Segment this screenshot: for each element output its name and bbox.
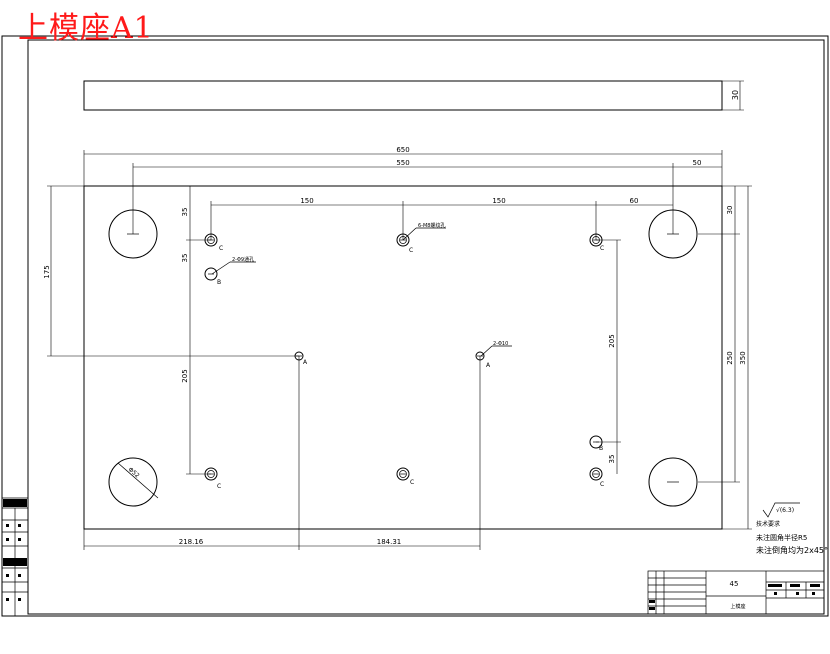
small-hole-c-5 (396, 467, 410, 481)
hole-label-b-2: B (599, 445, 603, 452)
left-strip-table (2, 497, 28, 616)
dim-overall-650: 650 (396, 146, 409, 154)
dim-height-350: 350 (739, 351, 747, 364)
dim-bottom-184: 184.31 (377, 538, 402, 546)
hole-label-c-6: C (600, 481, 604, 488)
note-a-holes: 2-Φ10 (493, 341, 508, 347)
hole-label-a-2: A (486, 362, 491, 369)
dim-row-35: 35 (181, 208, 189, 217)
hole-label-c-5: C (410, 479, 414, 486)
title-block (647, 570, 825, 615)
small-hole-b-1 (204, 267, 218, 281)
hole-label-c-4: C (217, 483, 221, 490)
small-hole-c-6 (589, 467, 603, 481)
dim-gap-150-left: 150 (300, 197, 313, 205)
drawing-title: 上模座A1 (18, 11, 154, 46)
dim-vertical-205-right: 205 (608, 334, 616, 347)
guide-hole-bottom-right (648, 457, 698, 507)
hole-label-a-1: A (303, 359, 308, 366)
dim-vertical-205-left: 205 (181, 369, 189, 382)
guide-hole-diameter-label: Φ52 (127, 466, 141, 479)
dim-150-row (210, 201, 673, 240)
dim-thickness-30: 30 (731, 90, 740, 100)
note-b-holes: 2-Φ9通孔 (232, 256, 254, 263)
small-holes (204, 233, 603, 481)
title-block-part-name: 上模座 (730, 603, 745, 610)
side-view-plate (83, 80, 723, 111)
dim-height-175: 175 (43, 265, 51, 278)
dim-height-250: 250 (726, 351, 734, 364)
hole-label-c-3: C (600, 245, 604, 252)
hole-label-b-1: B (217, 279, 221, 286)
dim-bottom-218: 218.16 (179, 538, 204, 546)
guide-hole-bottom-left: Φ52 (108, 457, 159, 507)
hole-label-c-1: C (219, 245, 223, 252)
tech-req-heading: 技术要求 (756, 520, 780, 528)
outer-border (1, 35, 829, 617)
dim-gap-150-right: 150 (492, 197, 505, 205)
hole-label-c-2: C (409, 247, 413, 254)
tech-req-line1: 未注圆角半径R5 (756, 533, 807, 542)
surface-finish-text: √(6.3) (776, 507, 794, 514)
dim-gap-60: 60 (630, 197, 639, 205)
dim-pitch-550: 550 (396, 159, 409, 167)
dim-650-line (83, 150, 723, 186)
surface-finish-symbol: √(6.3) (762, 502, 800, 518)
title-block-scale: 45 (730, 580, 739, 588)
tech-req-line2: 未注倒角均为2x45° (756, 545, 828, 555)
note-c-holes: 6-M8螺纹孔 (418, 222, 445, 229)
dim-550-line (132, 163, 722, 234)
dim-hole-b-35: 35 (181, 254, 189, 263)
dim-bottom-35: 35 (608, 455, 616, 464)
dim-offset-50: 50 (693, 159, 702, 167)
inner-border (27, 39, 825, 615)
dim-top-offset-30: 30 (726, 206, 734, 215)
main-plate-outline (83, 185, 723, 530)
